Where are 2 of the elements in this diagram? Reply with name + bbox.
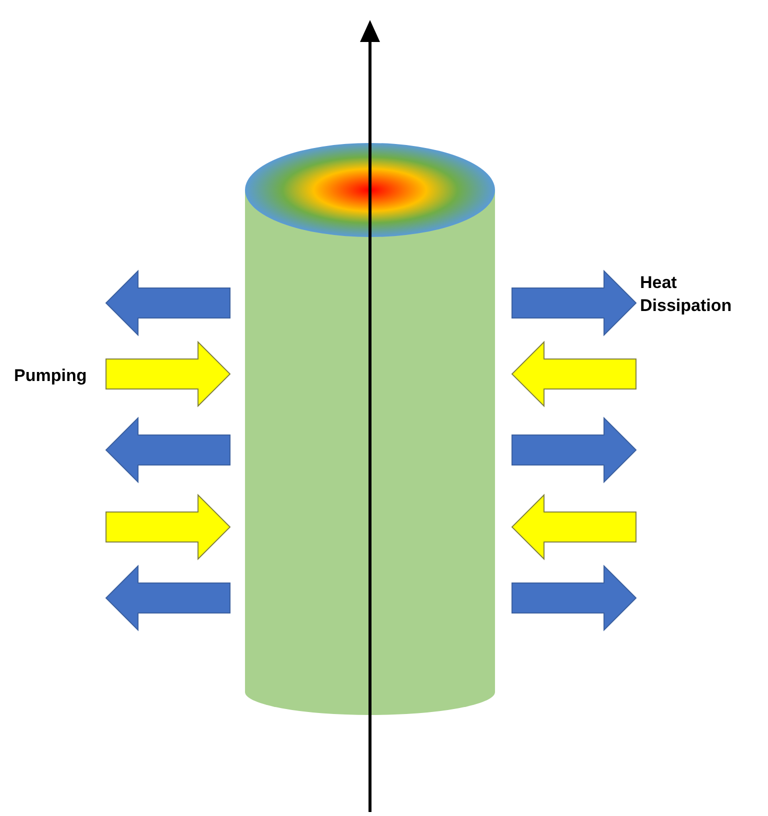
label-text: Pumping [14, 365, 88, 387]
label-text: Heat Dissipation [640, 272, 733, 317]
